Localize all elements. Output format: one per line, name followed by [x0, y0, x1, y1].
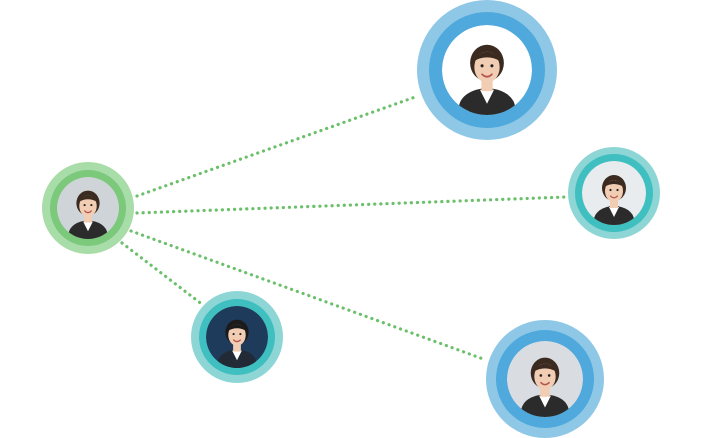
- avatar-nodes: [42, 0, 660, 438]
- connector-line-2: [135, 195, 568, 215]
- avatar-man-suit[interactable]: [191, 291, 283, 383]
- avatar-photo: [507, 341, 583, 417]
- avatar-photo: [206, 306, 268, 368]
- connector-line-4: [129, 229, 488, 362]
- avatar-photo: [57, 177, 119, 239]
- avatar-woman-short-hair[interactable]: [486, 320, 604, 438]
- avatar-woman-long-hair[interactable]: [417, 0, 557, 140]
- avatar-smiling-man[interactable]: [568, 147, 660, 239]
- connector-line-1: [135, 94, 420, 198]
- avatar-photo: [582, 161, 646, 225]
- avatar-photo: [442, 25, 532, 115]
- avatar-woman-suit-center[interactable]: [42, 162, 134, 254]
- connector-lines: [120, 94, 568, 362]
- connector-line-3: [120, 241, 205, 307]
